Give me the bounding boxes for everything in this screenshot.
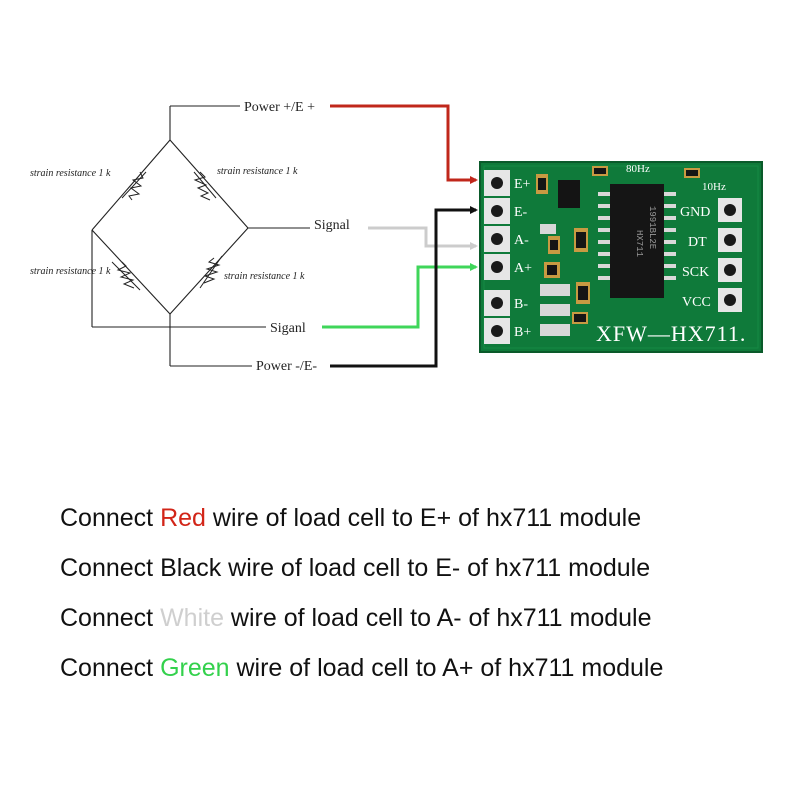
strain-resistor-3	[111, 261, 141, 291]
strain-label-2: strain resistance 1 k	[217, 166, 298, 177]
right-pin-header	[718, 198, 742, 312]
pin-label-e-plus: E+	[514, 177, 531, 192]
color-word-red: Red	[160, 504, 206, 532]
hx711-chip: HX711 1991BL2E	[598, 184, 676, 298]
pin-label-a-plus: A+	[514, 261, 532, 276]
red-wire	[330, 104, 478, 184]
connection-instructions: Connect Red wire of load cell to E+ of h…	[60, 500, 780, 700]
strain-resistor-1	[121, 171, 147, 201]
chip-marking-2: 1991BL2E	[647, 206, 657, 249]
strain-label-1: strain resistance 1 k	[30, 168, 111, 179]
instruction-prefix: Connect	[60, 504, 161, 532]
instruction-line-red: Connect Red wire of load cell to E+ of h…	[60, 500, 780, 550]
color-word-white: White	[160, 604, 224, 632]
pin-label-e-minus: E-	[514, 205, 528, 220]
instruction-prefix: Connect	[60, 654, 161, 682]
signal-label: Signal	[314, 218, 350, 233]
instruction-line-green: Connect Green wire of load cell to A+ of…	[60, 650, 780, 700]
strain-resistor-4	[199, 255, 223, 289]
instruction-suffix: wire of load cell to E- of hx711 module	[221, 554, 651, 582]
instruction-line-black: Connect Black wire of load cell to E- of…	[60, 550, 780, 600]
freq-10hz-label: 10Hz	[702, 181, 726, 193]
strain-label-4: strain resistance 1 k	[224, 271, 305, 282]
instruction-suffix: wire of load cell to A+ of hx711 module	[229, 654, 664, 682]
color-word-green: Green	[160, 654, 230, 682]
pin-label-b-plus: B+	[514, 325, 531, 340]
hx711-module: E+ E- A- A+ B- B+ GND DT SCK VCC 80Hz 10…	[479, 161, 763, 353]
black-wire	[330, 206, 478, 368]
pin-label-dt: DT	[688, 235, 707, 250]
instruction-suffix: wire of load cell to A- of hx711 module	[223, 604, 652, 632]
instruction-suffix: wire of load cell to E+ of hx711 module	[205, 504, 642, 532]
power-negative-label: Power -/E-	[256, 359, 317, 374]
wiring-diagram: strain resistance 1 k strain resistance …	[30, 100, 763, 374]
green-wire	[322, 263, 478, 329]
pin-label-gnd: GND	[680, 205, 710, 220]
left-pin-header	[484, 170, 510, 344]
chip-marking-1: HX711	[634, 230, 644, 257]
freq-80hz-label: 80Hz	[626, 163, 650, 175]
signal-label-2: Siganl	[270, 321, 306, 336]
strain-label-3: strain resistance 1 k	[30, 266, 111, 277]
wheatstone-bridge	[91, 105, 310, 367]
power-positive-label: Power +/E +	[244, 100, 315, 115]
pin-label-b-minus: B-	[514, 297, 528, 312]
strain-resistor-2	[193, 171, 217, 201]
module-name-label: XFW—HX711.	[596, 321, 746, 346]
pin-label-vcc: VCC	[682, 295, 711, 310]
instruction-prefix: Connect	[60, 554, 161, 582]
instruction-line-white: Connect White wire of load cell to A- of…	[60, 600, 780, 650]
instruction-prefix: Connect	[60, 604, 161, 632]
pin-label-sck: SCK	[682, 265, 709, 280]
color-word-black: Black	[160, 554, 222, 582]
pin-label-a-minus: A-	[514, 233, 529, 248]
white-wire	[368, 226, 478, 250]
